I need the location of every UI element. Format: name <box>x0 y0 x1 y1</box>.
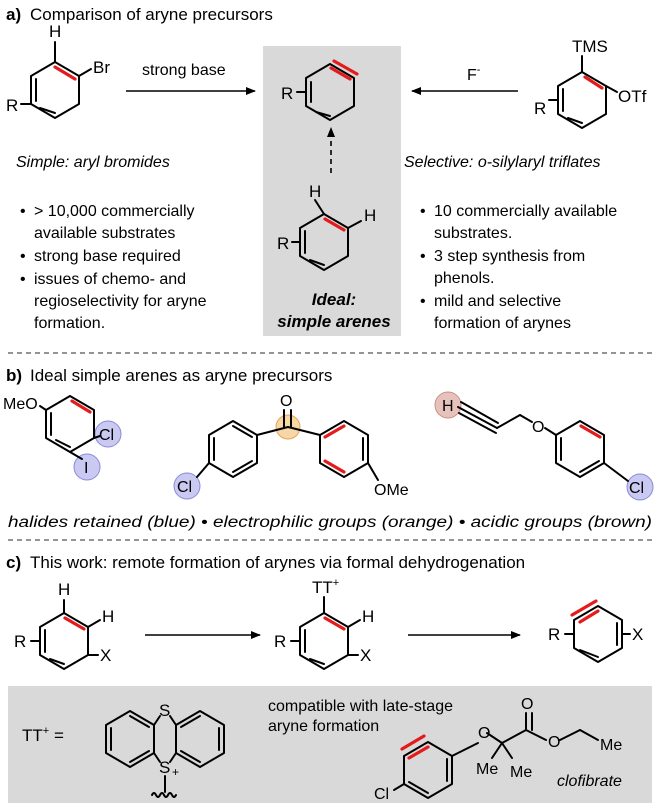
mol2-O: O <box>280 393 292 410</box>
clofibrate-name: clofibrate <box>557 773 622 790</box>
propargyl-ether-structure: H O Cl <box>434 391 654 501</box>
compat-line-2: aryne formation <box>268 718 379 735</box>
s1-X: X <box>100 646 111 665</box>
highlight-legend: halides retained (blue) • electrophilic … <box>8 514 652 531</box>
clof-Me1: Me <box>476 761 498 778</box>
s3-X: X <box>632 625 643 644</box>
aryne-structure: R <box>281 59 359 121</box>
left-bullet-list: • > 10,000 commercially available substr… <box>20 203 207 332</box>
atom-Br: Br <box>93 58 110 77</box>
aryne-R: R <box>281 84 293 103</box>
mol3-Cl: Cl <box>629 480 644 497</box>
strong-base-label: strong base <box>142 62 226 79</box>
s1-R: R <box>14 632 26 651</box>
iodine-highlight <box>73 453 101 481</box>
thianthrenium-info-box <box>8 686 652 803</box>
section-c-heading: This work: remote formation of arynes vi… <box>30 553 525 572</box>
section-c-letter: c) <box>6 553 21 572</box>
mol3-H: H <box>442 398 454 415</box>
mol1-MeO: MeO <box>3 396 38 413</box>
iodochloroanisole-structure: MeO Cl I <box>3 395 122 481</box>
bullet-dot: • <box>420 203 426 220</box>
right-bullet-3: mild and selective <box>434 293 561 310</box>
bullet-dot: • <box>20 248 26 265</box>
tt-definition-label: TT+ = <box>22 725 64 745</box>
left-bullet-3: issues of chemo- and <box>34 271 186 288</box>
tt-S-top: S <box>159 701 170 720</box>
mol2-OMe: OMe <box>374 482 409 499</box>
clof-O3: O <box>548 734 560 751</box>
start-arene-structure: H H R X <box>14 580 114 670</box>
thianthrenium-structure: S S + <box>105 701 225 798</box>
left-title: Simple: aryl bromides <box>16 154 170 171</box>
s1-H2: H <box>102 607 114 626</box>
bullet-dot: • <box>420 293 426 310</box>
s2-H: H <box>362 607 374 626</box>
mol1-Cl: Cl <box>99 427 114 444</box>
left-bullet-1b: available substrates <box>34 225 175 242</box>
atom-R: R <box>6 96 18 115</box>
arene-H2: H <box>364 206 376 225</box>
clof-O2: O <box>521 696 533 713</box>
acidic-H-highlight <box>434 391 462 419</box>
section-b-heading: Ideal simple arenes as aryne precursors <box>30 366 332 385</box>
right-title: Selective: o-silylaryl triflates <box>404 154 601 171</box>
mol2-Cl: Cl <box>177 479 192 496</box>
ideal-caption-1: Ideal: <box>312 290 356 309</box>
product-aryne-structure: R X <box>548 599 643 663</box>
s1-H1: H <box>58 580 70 599</box>
clof-Me2: Me <box>510 764 532 781</box>
section-b-letter: b) <box>6 366 22 385</box>
tt-S-plus: + <box>172 765 179 779</box>
right-bullet-1b: substrates. <box>434 225 512 242</box>
section-a: a) Comparison of aryne precursors H Br R… <box>6 5 647 336</box>
left-bullet-3b: regioselectivity for aryne <box>34 293 207 310</box>
chlorine-highlight <box>626 473 654 501</box>
right-bullet-1: 10 commercially available <box>434 203 617 220</box>
silylaryl-triflate-structure: TMS OTf R <box>534 37 647 129</box>
bullet-dot: • <box>20 271 26 288</box>
left-bullet-2: strong base required <box>34 248 181 265</box>
clof-Cl: Cl <box>374 786 389 803</box>
simple-arene-structure: H H R <box>277 182 376 271</box>
chloromethoxybenzophenone-structure: O Cl OMe <box>173 393 409 500</box>
atom-H: H <box>49 22 61 41</box>
arene-H1: H <box>309 182 321 201</box>
arene-R: R <box>277 234 289 253</box>
right-bullet-list: • 10 commercially available substrates. … <box>420 203 617 332</box>
section-a-letter: a) <box>6 5 21 24</box>
right-bullet-3b: formation of arynes <box>434 315 571 332</box>
atom-TMS: TMS <box>572 37 608 56</box>
aryl-bromide-structure: H Br R <box>6 22 110 119</box>
clofibrate-structure: O O O Me Me Me Cl clofibrate <box>374 696 622 803</box>
triflate-R: R <box>534 99 546 118</box>
s3-R: R <box>548 625 560 644</box>
ideal-panel-background <box>263 46 401 336</box>
tt-S-bottom: S <box>159 758 170 777</box>
s2-X: X <box>360 646 371 665</box>
chlorine-highlight <box>173 472 201 500</box>
section-c: c) This work: remote formation of arynes… <box>6 553 652 803</box>
right-bullet-2: 3 step synthesis from <box>434 248 585 265</box>
compat-line-1: compatible with late-stage <box>268 698 453 715</box>
ideal-caption-2: simple arenes <box>277 312 390 331</box>
mol3-O: O <box>532 419 544 436</box>
fluoride-label: F- <box>467 64 481 84</box>
bullet-dot: • <box>420 248 426 265</box>
s2-TT: TT+ <box>312 577 339 597</box>
section-a-heading: Comparison of aryne precursors <box>30 5 273 24</box>
s2-R: R <box>274 632 286 651</box>
section-b: b) Ideal simple arenes as aryne precurso… <box>3 366 654 531</box>
right-bullet-2b: phenols. <box>434 270 495 287</box>
mol1-I: I <box>84 460 88 477</box>
thianthrenium-arene-structure: TT+ H R X <box>274 577 374 670</box>
atom-OTf: OTf <box>618 87 647 106</box>
left-bullet-3c: formation. <box>34 315 105 332</box>
clof-O1: O <box>478 725 490 742</box>
clof-Me3: Me <box>600 737 622 754</box>
bullet-dot: • <box>20 203 26 220</box>
left-bullet-1: > 10,000 commercially <box>34 203 195 220</box>
